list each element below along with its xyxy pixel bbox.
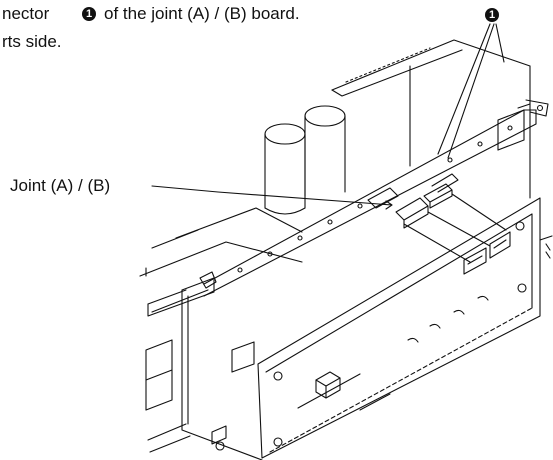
capacitor-left: [264, 123, 306, 215]
chassis-rear-wall: [409, 65, 531, 199]
flat-cables: [403, 193, 507, 263]
joint-leader-line: [151, 185, 393, 210]
support-rail: [199, 99, 549, 297]
instruction-line-2: rts side.: [2, 32, 62, 51]
callout-number-inline: 1: [82, 7, 96, 21]
joint-board: [257, 197, 541, 459]
joint-connectors: [367, 173, 459, 229]
left-pcb-stack: [139, 207, 303, 317]
joint-label: Joint (A) / (B): [10, 176, 111, 195]
instruction-line-1-start: nector: [2, 4, 50, 23]
chassis-front-wall: [145, 277, 263, 460]
callout-number-top: 1: [485, 8, 499, 22]
side-marks: [539, 235, 553, 259]
capacitor-right: [304, 105, 346, 197]
callout-leaders: [437, 23, 505, 159]
chassis-top-plate: [331, 39, 531, 97]
instruction-line-1-end: of the joint (A) / (B) board.: [104, 4, 300, 23]
